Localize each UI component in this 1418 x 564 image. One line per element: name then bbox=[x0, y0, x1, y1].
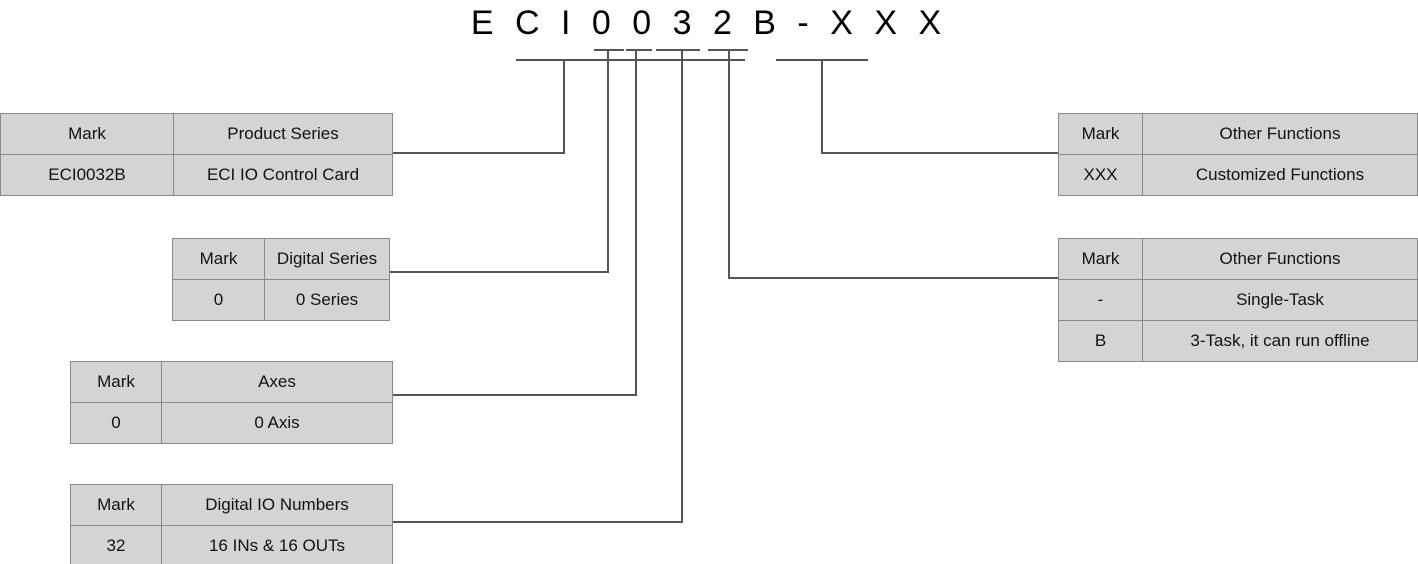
cell-mark: 0 bbox=[172, 279, 265, 321]
header-mark: Mark bbox=[172, 238, 265, 280]
cell-value: 16 INs & 16 OUTs bbox=[161, 525, 393, 564]
table-header-row: Mark Other Functions bbox=[1058, 238, 1418, 280]
table-header-row: Mark Axes bbox=[70, 361, 393, 403]
cell-value: ECI IO Control Card bbox=[173, 154, 393, 196]
table-row: 0 0 Series bbox=[172, 279, 390, 321]
table-other-functions-task: Mark Other Functions - Single-Task B 3-T… bbox=[1058, 238, 1418, 362]
leader-axes bbox=[392, 50, 637, 396]
table-digital-io-numbers: Mark Digital IO Numbers 32 16 INs & 16 O… bbox=[70, 484, 393, 564]
table-row: - Single-Task bbox=[1058, 279, 1418, 321]
table-other-functions-suffix: Mark Other Functions XXX Customized Func… bbox=[1058, 113, 1418, 196]
cell-value: 0 Axis bbox=[161, 402, 393, 444]
header-value: Other Functions bbox=[1142, 238, 1418, 280]
cell-mark: 32 bbox=[70, 525, 162, 564]
table-header-row: Mark Digital IO Numbers bbox=[70, 484, 393, 526]
leader-digital-series bbox=[389, 50, 609, 273]
header-value: Other Functions bbox=[1142, 113, 1418, 155]
header-value: Product Series bbox=[173, 113, 393, 155]
cell-mark: B bbox=[1058, 320, 1143, 362]
header-mark: Mark bbox=[0, 113, 174, 155]
cell-value: Single-Task bbox=[1142, 279, 1418, 321]
header-mark: Mark bbox=[1058, 113, 1143, 155]
table-header-row: Mark Other Functions bbox=[1058, 113, 1418, 155]
cell-mark: 0 bbox=[70, 402, 162, 444]
cell-value: Customized Functions bbox=[1142, 154, 1418, 196]
header-mark: Mark bbox=[1058, 238, 1143, 280]
header-mark: Mark bbox=[70, 484, 162, 526]
table-header-row: Mark Digital Series bbox=[172, 238, 390, 280]
header-value: Digital IO Numbers bbox=[161, 484, 393, 526]
table-row: ECI0032B ECI IO Control Card bbox=[0, 154, 393, 196]
table-row: B 3-Task, it can run offline bbox=[1058, 320, 1418, 362]
table-product-series: Mark Product Series ECI0032B ECI IO Cont… bbox=[0, 113, 393, 196]
leader-io-numbers bbox=[392, 50, 683, 523]
table-digital-series: Mark Digital Series 0 0 Series bbox=[172, 238, 390, 321]
leader-task bbox=[728, 50, 1058, 279]
table-header-row: Mark Product Series bbox=[0, 113, 393, 155]
table-row: 32 16 INs & 16 OUTs bbox=[70, 525, 393, 564]
header-value: Axes bbox=[161, 361, 393, 403]
table-row: 0 0 Axis bbox=[70, 402, 393, 444]
cell-mark: - bbox=[1058, 279, 1143, 321]
table-axes: Mark Axes 0 0 Axis bbox=[70, 361, 393, 444]
cell-value: 3-Task, it can run offline bbox=[1142, 320, 1418, 362]
cell-value: 0 Series bbox=[264, 279, 390, 321]
part-number-code: E C I 0 0 3 2 B - X X X bbox=[470, 4, 948, 42]
leader-product-series bbox=[392, 60, 565, 154]
table-row: XXX Customized Functions bbox=[1058, 154, 1418, 196]
header-mark: Mark bbox=[70, 361, 162, 403]
leader-suffix bbox=[821, 60, 1058, 154]
cell-mark: ECI0032B bbox=[0, 154, 174, 196]
header-value: Digital Series bbox=[264, 238, 390, 280]
cell-mark: XXX bbox=[1058, 154, 1143, 196]
